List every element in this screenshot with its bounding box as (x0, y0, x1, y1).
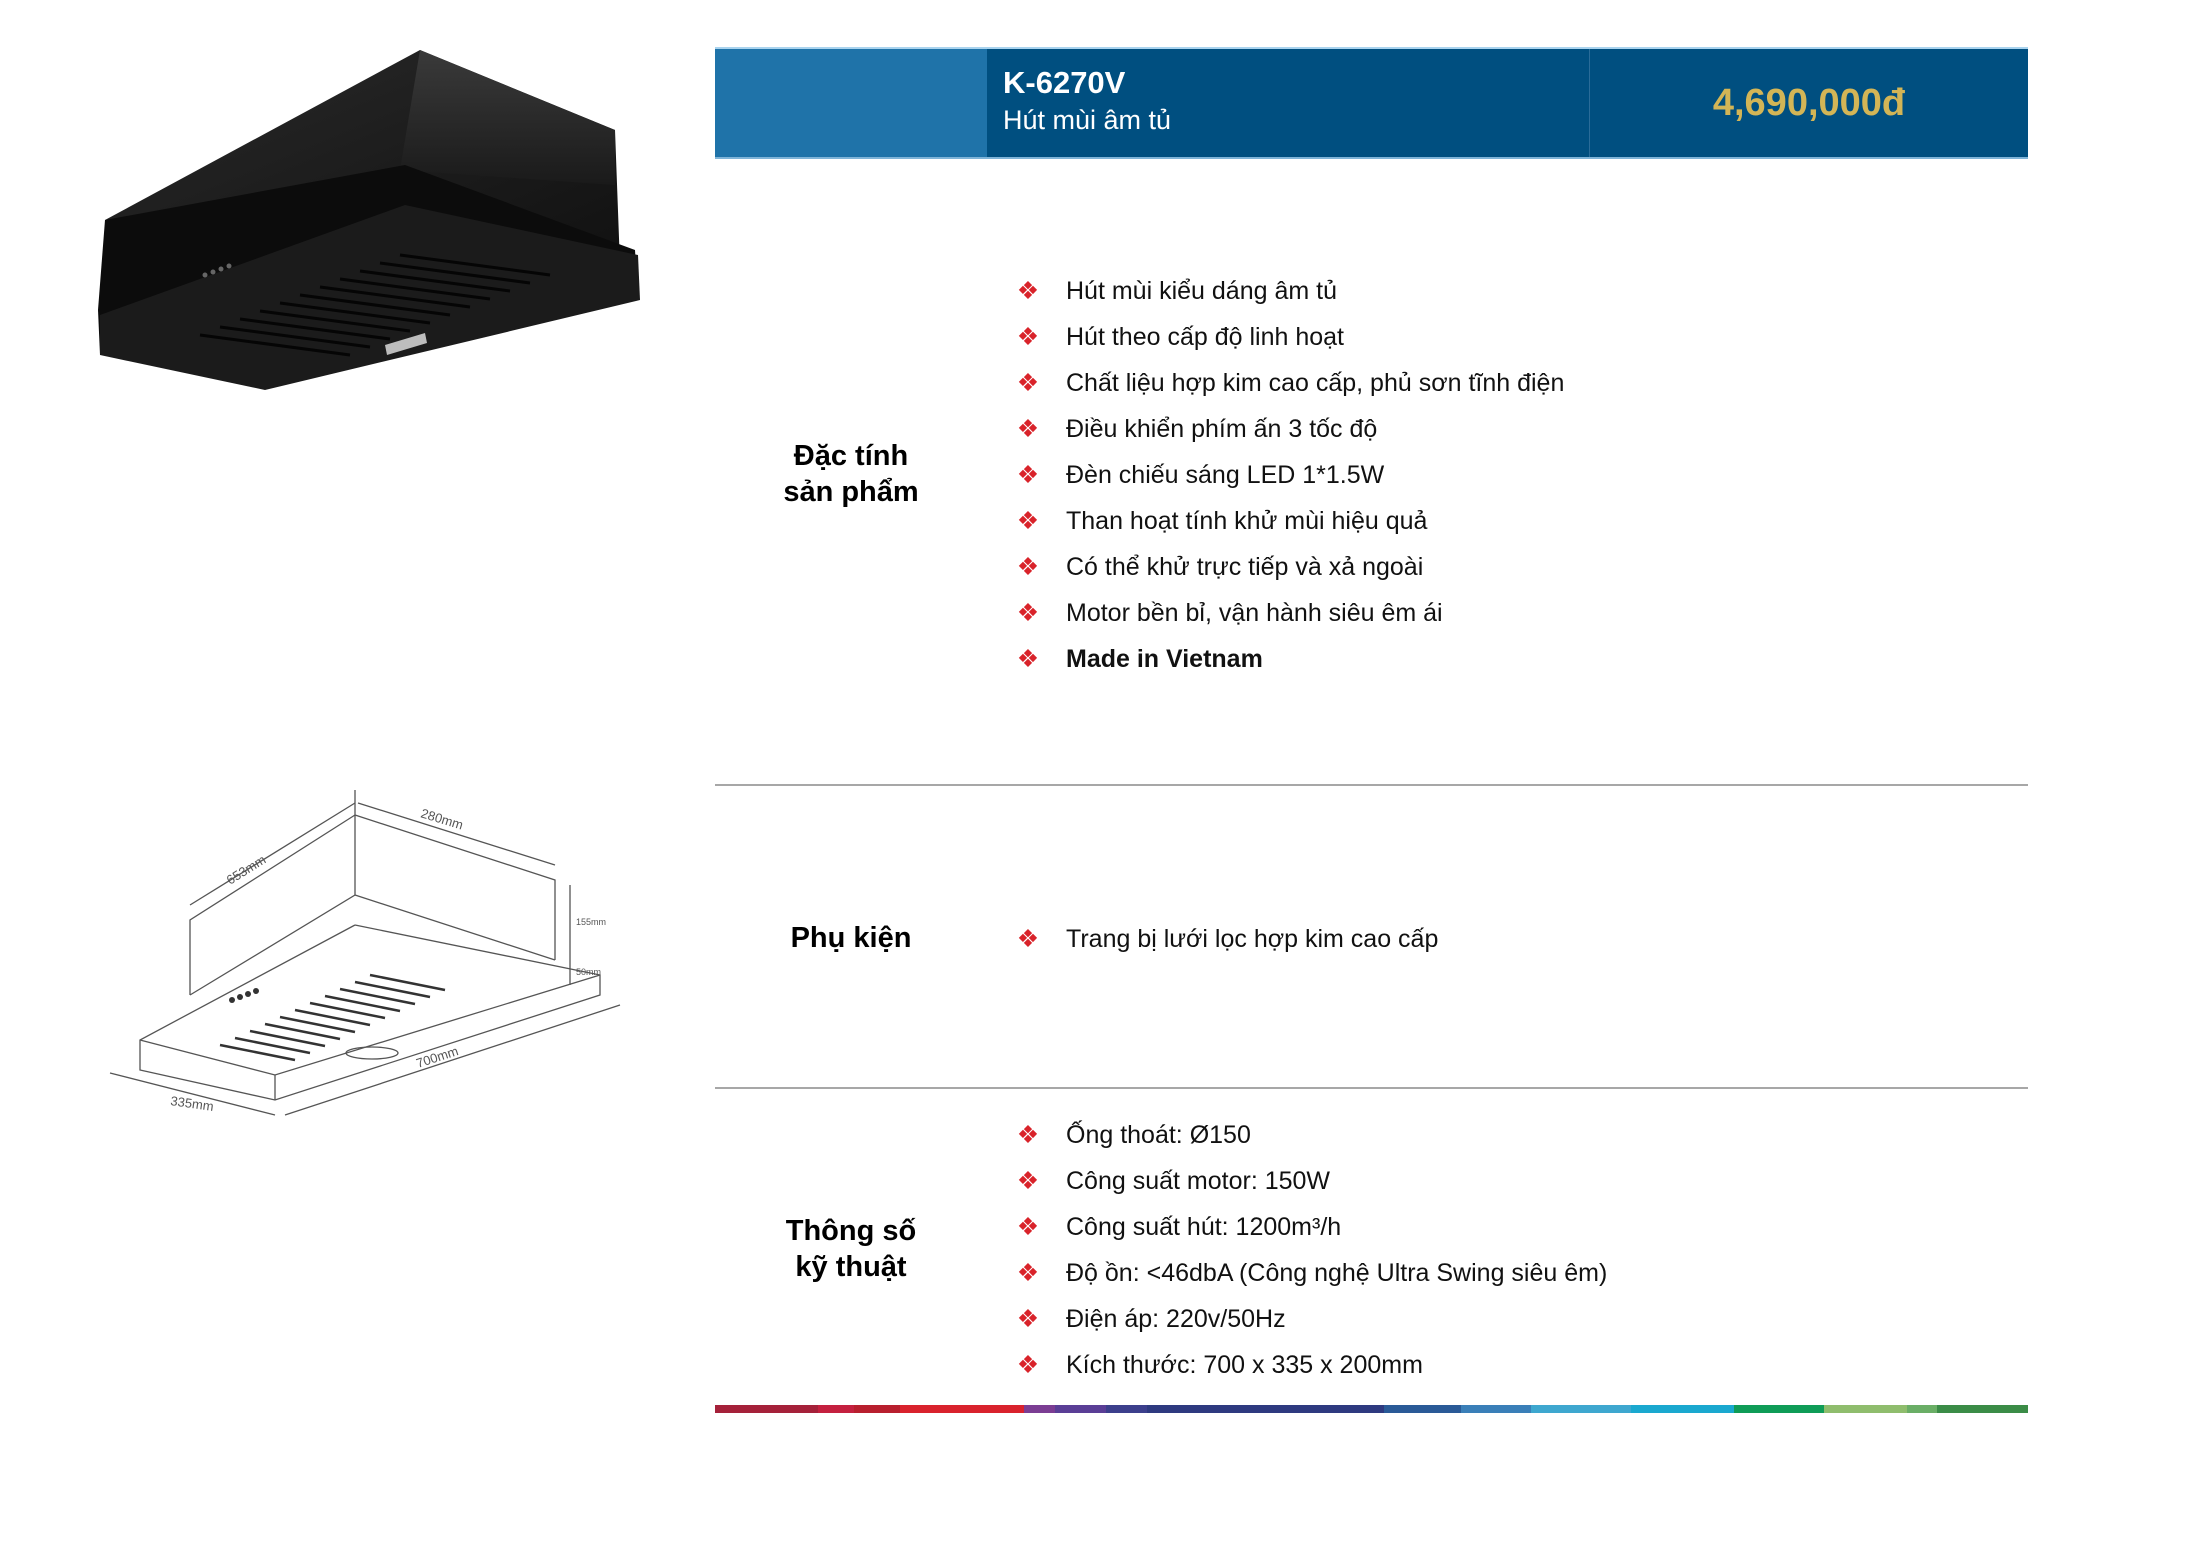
feature-text: Có thể khử trực tiếp và xả ngoài (1066, 552, 1424, 581)
color-bar-segment (1054, 1405, 1107, 1413)
color-bar-segment (1531, 1405, 1631, 1413)
list-item: ❖ Công suất motor: 150W (1013, 1158, 2013, 1204)
color-bar-segment (817, 1405, 854, 1413)
spec-text: Công suất motor: 150W (1066, 1166, 1331, 1195)
spec-text: Điện áp: 220v/50Hz (1066, 1304, 1286, 1333)
four-diamond-bullet-icon: ❖ (1016, 1120, 1040, 1149)
features-label: Đặc tính sản phẩm (715, 438, 987, 510)
specs-label: Thông số kỹ thuật (715, 1213, 987, 1285)
price: 4,690,000đ (1712, 81, 1906, 124)
specs-list: ❖Ống thoát: Ø150 ❖Công suất motor: 150W … (1013, 1112, 2013, 1388)
diagram-label-335: 335mm (170, 1093, 215, 1114)
feature-text: Hút theo cấp độ linh hoạt (1066, 322, 1344, 351)
feature-text: Hút mùi kiểu dáng âm tủ (1066, 276, 1337, 305)
accessory-text: Trang bị lưới lọc hợp kim cao cấp (1066, 924, 1439, 953)
list-item: ❖ Có thể khử trực tiếp và xả ngoài (1013, 544, 2013, 590)
color-bar-segment (715, 1405, 818, 1413)
accessories-label: Phụ kiện (790, 922, 912, 954)
list-item: ❖ Trang bị lưới lọc hợp kim cao cấp (1013, 916, 2013, 962)
four-diamond-bullet-icon: ❖ (1016, 1258, 1040, 1287)
color-bar-segment (900, 1405, 1024, 1413)
feature-text-made-in: Made in Vietnam (1066, 644, 1263, 673)
color-bar-segment (1630, 1405, 1734, 1413)
diagram-label-155: 155mm (576, 917, 606, 927)
list-item: ❖ Ống thoát: Ø150 (1013, 1112, 2013, 1158)
section-divider (715, 1087, 2028, 1089)
four-diamond-bullet-icon: ❖ (1016, 1166, 1040, 1195)
list-item: ❖ Đèn chiếu sáng LED 1*1.5W (1013, 452, 2013, 498)
diagram-label-280: 280mm (419, 806, 465, 833)
color-bar-segment (1906, 1405, 1938, 1413)
list-item: ❖ Hút theo cấp độ linh hoạt (1013, 314, 2013, 360)
four-diamond-bullet-icon: ❖ (1016, 1212, 1040, 1241)
feature-text: Điều khiển phím ấn 3 tốc độ (1066, 414, 1378, 443)
color-bar-segment (1461, 1405, 1532, 1413)
accessories-list: ❖ Trang bị lưới lọc hợp kim cao cấp (1013, 916, 2013, 962)
color-bar-segment (853, 1405, 901, 1413)
list-item: ❖ Motor bền bỉ, vận hành siêu êm ái (1013, 590, 2013, 636)
features-label-line2: sản phẩm (783, 476, 919, 508)
list-item: ❖ Độ ồn: <46dbA (Công nghệ Ultra Swing si… (1013, 1250, 2013, 1296)
feature-text: Motor bền bỉ, vận hành siêu êm ái (1066, 598, 1443, 627)
four-diamond-bullet-icon: ❖ (1016, 924, 1040, 953)
feature-text: Than hoạt tính khử mùi hiệu quả (1066, 506, 1428, 535)
four-diamond-bullet-icon: ❖ (1016, 552, 1040, 581)
dimension-diagram: 653mm 280mm 155mm 50mm 700mm 335mm (100, 775, 635, 1125)
four-diamond-bullet-icon: ❖ (1016, 1350, 1040, 1379)
product-type: Hút mùi âm tủ (1003, 105, 1172, 135)
product-photo (60, 45, 640, 395)
feature-text: Đèn chiếu sáng LED 1*1.5W (1066, 460, 1385, 489)
list-item: ❖ Chất liệu hợp kim cao cấp, phủ sơn tĩnh… (1013, 360, 2013, 406)
list-item: ❖ Kích thước: 700 x 335 x 200mm (1013, 1342, 2013, 1388)
feature-text: Chất liệu hợp kim cao cấp, phủ sơn tĩnh … (1066, 368, 1565, 397)
features-list: ❖ Hút mùi kiểu dáng âm tủ ❖ Hút theo cấp đ… (1013, 268, 2013, 682)
four-diamond-bullet-icon: ❖ (1016, 322, 1040, 351)
list-item: ❖ Điều khiển phím ấn 3 tốc độ (1013, 406, 2013, 452)
spec-text: Kích thước: 700 x 335 x 200mm (1066, 1350, 1423, 1379)
list-item: ❖ Made in Vietnam (1013, 636, 2013, 682)
diagram-label-50: 50mm (576, 967, 601, 977)
range-hood-image (98, 50, 640, 390)
section-divider (715, 784, 2028, 786)
specs-label-line2: kỹ thuật (795, 1251, 907, 1283)
footer-color-bar (715, 1405, 2029, 1413)
color-bar-segment (1106, 1405, 1148, 1413)
header-accent-block (715, 49, 987, 157)
color-bar-segment (1937, 1405, 2029, 1413)
four-diamond-bullet-icon: ❖ (1016, 506, 1040, 535)
color-bar-segment (1824, 1405, 1907, 1413)
list-item: ❖ Công suất hút: 1200m³/h (1013, 1204, 2013, 1250)
model-number: K-6270V (1003, 65, 1126, 100)
color-bar-segment (1733, 1405, 1825, 1413)
list-item: ❖ Điện áp: 220v/50Hz (1013, 1296, 2013, 1342)
four-diamond-bullet-icon: ❖ (1016, 644, 1040, 673)
header-title-block: K-6270V Hút mùi âm tủ (987, 49, 1590, 157)
spec-text: Công suất hút: 1200m³/h (1066, 1212, 1342, 1241)
product-header: K-6270V Hút mùi âm tủ 4,690,000đ (715, 47, 2028, 159)
four-diamond-bullet-icon: ❖ (1016, 414, 1040, 443)
four-diamond-bullet-icon: ❖ (1016, 276, 1040, 305)
four-diamond-bullet-icon: ❖ (1016, 598, 1040, 627)
list-item: ❖ Than hoạt tính khử mùi hiệu quả (1013, 498, 2013, 544)
four-diamond-bullet-icon: ❖ (1016, 368, 1040, 397)
list-item: ❖ Hút mùi kiểu dáng âm tủ (1013, 268, 2013, 314)
features-label-line1: Đặc tính (793, 440, 909, 472)
color-bar-segment (1023, 1405, 1055, 1413)
spec-text: Độ ồn: <46dbA (Công nghệ Ultra Swing siê… (1066, 1258, 1608, 1287)
diagram-label-653: 653mm (224, 852, 269, 888)
four-diamond-bullet-icon: ❖ (1016, 1304, 1040, 1333)
four-diamond-bullet-icon: ❖ (1016, 460, 1040, 489)
specs-label-line1: Thông số (785, 1215, 917, 1247)
color-bar-segment (1383, 1405, 1462, 1413)
color-bar-segment (1147, 1405, 1384, 1413)
spec-text: Ống thoát: Ø150 (1066, 1120, 1251, 1149)
